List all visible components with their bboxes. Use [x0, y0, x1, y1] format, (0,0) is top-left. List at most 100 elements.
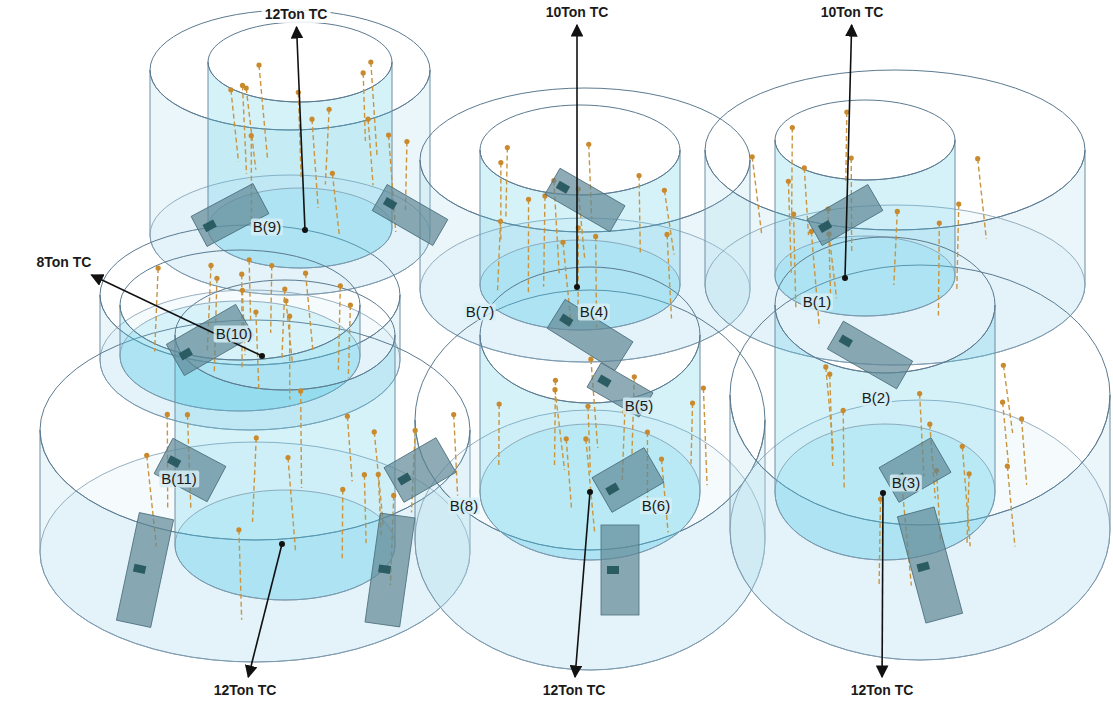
pole-dash	[249, 260, 250, 321]
pole-head	[303, 271, 308, 276]
pole-line	[361, 70, 366, 141]
pole-line	[283, 298, 292, 363]
pole-head	[560, 240, 565, 245]
pole-dash	[1003, 365, 1012, 433]
coverage-cylinder	[150, 10, 430, 295]
pole-head	[917, 391, 922, 396]
pole-head	[586, 142, 591, 147]
building-block	[191, 184, 269, 247]
pole-dash	[1022, 419, 1027, 485]
pole-dash	[830, 374, 833, 466]
building-core	[383, 197, 397, 210]
pole-head	[690, 400, 695, 405]
leader-line	[576, 25, 578, 287]
pole-line	[253, 435, 259, 522]
pole-dash	[347, 416, 352, 481]
pole-line	[282, 286, 288, 359]
pole-dash	[342, 489, 344, 558]
pole-dash	[256, 312, 259, 391]
leader-line	[845, 25, 852, 278]
pole-line	[236, 527, 241, 620]
pole-line	[583, 436, 595, 534]
building-label: B(10)	[214, 325, 255, 342]
pole-line	[298, 388, 303, 488]
building-slab	[545, 168, 625, 231]
pole-head	[790, 125, 795, 130]
pole-dash	[528, 199, 530, 292]
pole-dash	[894, 211, 898, 285]
pole-head	[662, 188, 667, 193]
pole-dash	[259, 65, 268, 160]
building-label: B(8)	[448, 497, 480, 514]
crane-label: 12Ton TC	[211, 681, 280, 699]
pole-line	[287, 314, 292, 400]
pole-head	[585, 404, 590, 409]
pole-line	[303, 271, 313, 351]
pole-head	[269, 263, 274, 268]
pole-head	[823, 364, 828, 369]
pole-line	[362, 472, 367, 543]
pole-line	[372, 429, 384, 527]
pole-head	[156, 265, 161, 270]
cylinder-side	[775, 305, 995, 560]
pole-dash	[364, 475, 366, 543]
pole-dash	[664, 190, 674, 254]
pole-head	[645, 429, 650, 434]
pole-dash	[962, 446, 970, 546]
pole-dash	[371, 62, 377, 155]
pole-dash	[306, 273, 313, 350]
crane-label: 12Ton TC	[848, 681, 917, 699]
pole-head	[786, 179, 791, 184]
pole-head	[960, 444, 965, 449]
pole-head	[256, 62, 261, 67]
building-label: B(7)	[464, 303, 496, 320]
pole-line	[348, 302, 353, 377]
pole-line	[827, 372, 833, 466]
pole-line	[956, 201, 961, 290]
pole-head	[1001, 363, 1006, 368]
building-block	[547, 299, 633, 370]
pole-dash	[498, 221, 501, 290]
pole-line	[690, 400, 695, 463]
pole-line	[1000, 400, 1009, 470]
building-slab	[116, 513, 173, 628]
cylinder-side	[480, 150, 680, 330]
pole-line	[338, 283, 343, 369]
pole-head	[1000, 400, 1005, 405]
pole-dash	[804, 168, 808, 235]
pole-head	[254, 435, 259, 440]
building-core	[179, 348, 193, 361]
pole-line	[750, 154, 762, 235]
pole-head	[247, 257, 252, 262]
pole-head	[365, 117, 370, 122]
building-core	[818, 220, 832, 233]
pole-dash	[454, 415, 458, 496]
pole-head	[345, 414, 350, 419]
pole-line	[553, 378, 558, 465]
pole-head	[376, 472, 381, 477]
building-slab	[154, 438, 226, 501]
pole-dash	[788, 181, 791, 272]
building-block	[879, 438, 951, 503]
pole-head	[895, 209, 900, 214]
pole-line	[345, 414, 352, 482]
pole-line	[340, 487, 345, 558]
pole-head	[144, 453, 149, 458]
pole-head	[330, 171, 335, 176]
pole-head	[956, 201, 961, 206]
pole-head	[386, 133, 391, 138]
pole-dash	[978, 159, 987, 239]
pole-head	[750, 154, 755, 159]
pole-dash	[332, 173, 339, 236]
pole-line	[552, 387, 564, 470]
pole-head	[208, 263, 213, 268]
building-block	[827, 321, 912, 389]
leader-arrow	[574, 25, 580, 290]
coverage-cylinder	[705, 70, 1085, 365]
pole-dash	[338, 286, 340, 370]
building-label: B(4)	[578, 303, 610, 320]
pole-line	[967, 471, 972, 545]
pole-head	[340, 487, 345, 492]
pole-head	[282, 286, 287, 291]
